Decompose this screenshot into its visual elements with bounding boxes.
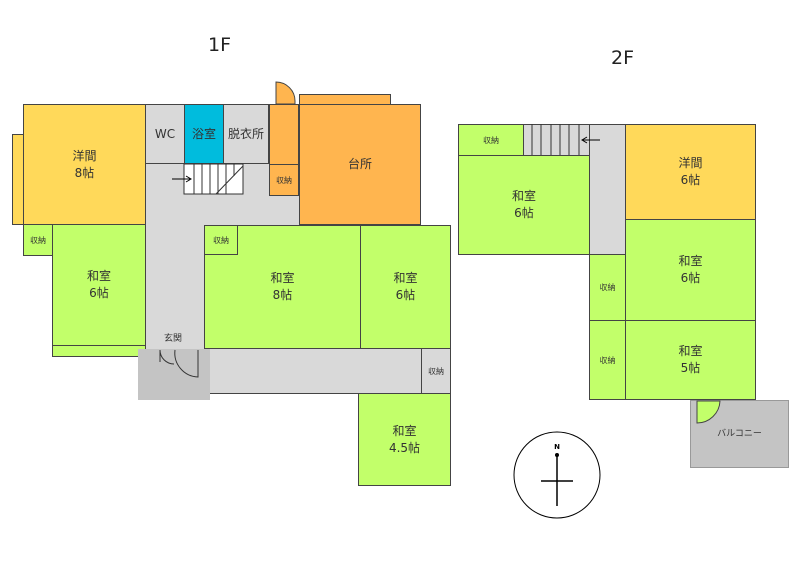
room-name: 和室: [392, 423, 417, 438]
door-swing-icon: [275, 81, 296, 105]
room-name: 洋間: [678, 156, 703, 170]
room-size: 6帖: [395, 288, 416, 302]
balcony-door-icon: [696, 400, 721, 424]
room-kitchen: 台所: [299, 104, 421, 225]
room-name: 和室: [86, 269, 111, 283]
room-bath: 浴室: [184, 104, 224, 164]
storage: 収納: [589, 254, 626, 321]
floor-1-label: 1F: [208, 34, 232, 56]
room-name: 収納: [483, 135, 499, 145]
room-name: 収納: [213, 235, 229, 245]
room-size: 6帖: [89, 286, 109, 300]
storage: 収納: [589, 320, 626, 400]
stairs-arrow-2f-icon: [581, 136, 600, 144]
entrance-label: 玄関: [163, 333, 182, 344]
room-japanese-6b: 和室 6帖: [360, 225, 451, 349]
room-size: 4.5帖: [388, 440, 421, 455]
room-japanese-6: 和室 6帖: [52, 224, 146, 346]
stairs-1f: [183, 163, 244, 195]
storage: 収納: [204, 225, 238, 255]
room-wc: WC: [145, 104, 185, 164]
room-name: 収納: [428, 366, 444, 376]
room-dressing: 脱衣所: [223, 104, 269, 164]
compass-north-label: N: [554, 443, 560, 451]
room-name: 洋間: [72, 148, 97, 163]
room-size: 6帖: [514, 206, 534, 220]
room-name: バルコニー: [717, 428, 762, 439]
room-name: 台所: [347, 157, 372, 171]
floor-2-label: 2F: [611, 47, 635, 69]
room-name: 和室: [270, 271, 295, 285]
room-size: 6帖: [680, 271, 701, 285]
room-name: 収納: [599, 355, 616, 365]
room-japanese-5: 和室 5帖: [625, 320, 756, 400]
entrance-door-icon: [159, 349, 199, 378]
room-japanese-6b-2f: 和室 6帖: [625, 219, 756, 321]
room-name: WC: [154, 126, 176, 141]
stairs-arrow-icon: [172, 175, 192, 183]
room-name: 和室: [511, 189, 536, 203]
room-name: 収納: [30, 235, 46, 245]
room-japanese-6-2f: 和室 6帖: [458, 155, 590, 255]
room-western-6: 洋間 6帖: [625, 124, 756, 220]
stair-treads-2f: [531, 124, 580, 155]
room-size: 6帖: [680, 173, 701, 187]
room-size: 5帖: [680, 361, 701, 375]
room-name: 収納: [276, 175, 292, 185]
storage: 収納: [269, 164, 299, 196]
room-name: 浴室: [191, 126, 216, 141]
room-size: 8帖: [272, 288, 293, 302]
room-name: 脱衣所: [227, 126, 264, 141]
room-size: 8帖: [74, 165, 95, 180]
room-name: 和室: [678, 344, 703, 358]
room-name: 和室: [393, 271, 418, 285]
room-western-8: 洋間 8帖: [23, 104, 146, 225]
compass-icon: N: [513, 431, 601, 519]
room-name: 収納: [599, 283, 616, 292]
room-japanese-4-5: 和室 4.5帖: [358, 393, 451, 486]
room-name: 和室: [678, 254, 703, 268]
corridor: [204, 348, 422, 394]
